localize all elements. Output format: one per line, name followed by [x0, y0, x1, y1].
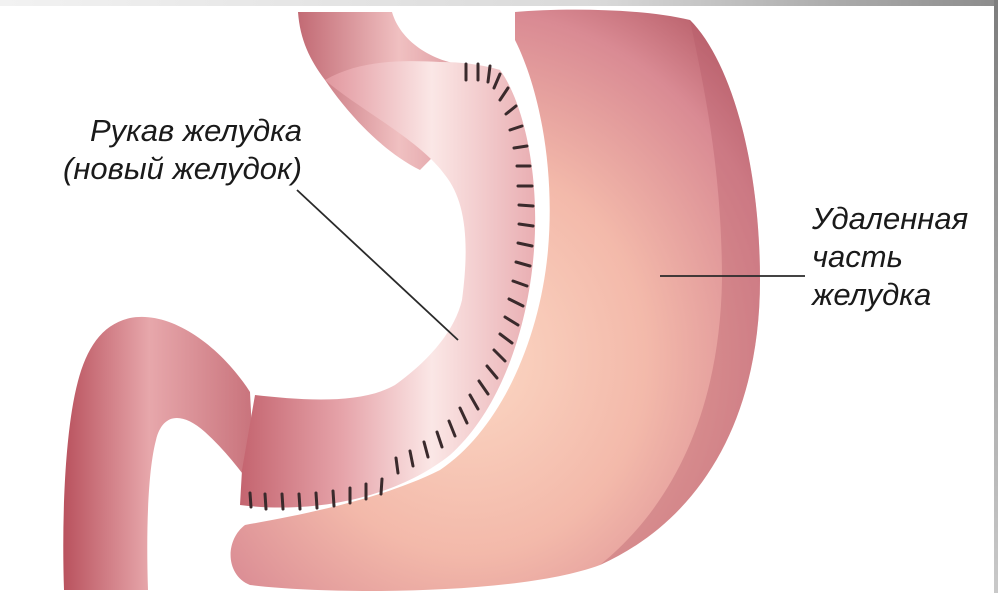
removed-label-line2: часть [812, 238, 968, 276]
duodenum [63, 317, 255, 590]
removed-label-line3: желудка [812, 276, 968, 314]
sleeve-label-line2: (новый желудок) [12, 150, 302, 188]
sleeve-label-line1: Рукав желудка [12, 112, 302, 150]
sleeve-label: Рукав желудка (новый желудок) [12, 112, 302, 188]
removed-part-label: Удаленная часть желудка [812, 200, 968, 314]
removed-label-line1: Удаленная [812, 200, 968, 238]
sleeve-leader-line [297, 190, 458, 340]
